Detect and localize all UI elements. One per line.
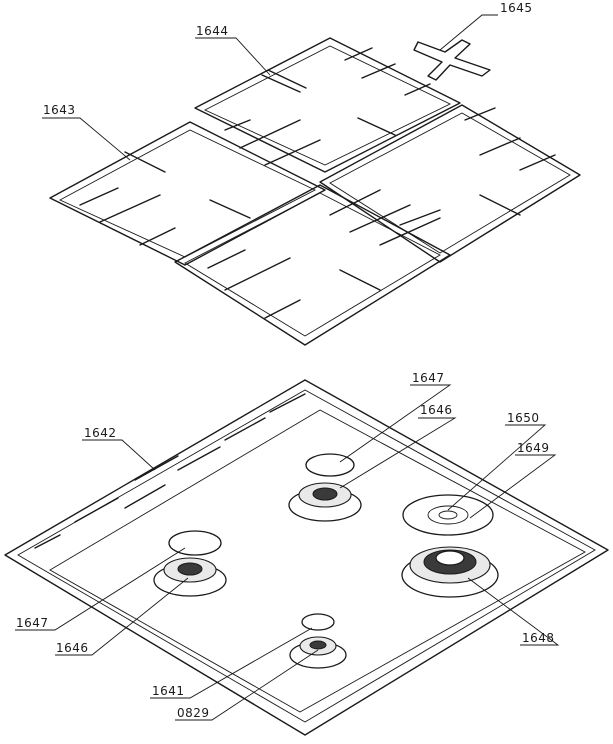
burner-right-wok bbox=[401, 494, 499, 598]
callout-0829: 0829 bbox=[177, 706, 210, 720]
leader-lines bbox=[15, 14, 560, 721]
hob-top-1642 bbox=[4, 379, 609, 736]
pan-support-1643 bbox=[49, 121, 326, 266]
callout-1648: 1648 bbox=[522, 631, 555, 645]
pan-support-grids bbox=[49, 37, 581, 346]
callout-1650: 1650 bbox=[507, 411, 540, 425]
pan-support-center bbox=[174, 184, 451, 346]
pan-support-right bbox=[319, 104, 581, 263]
burner-front-left bbox=[153, 530, 227, 597]
callout-1647-bottom: 1647 bbox=[16, 616, 49, 630]
pan-support-1645 bbox=[413, 39, 491, 81]
callout-1644: 1644 bbox=[196, 24, 229, 38]
callout-labels: 1645 1644 1643 1647 1646 1650 1649 1642 … bbox=[16, 1, 555, 720]
callout-1649: 1649 bbox=[517, 441, 550, 455]
callout-1646-top: 1646 bbox=[420, 403, 453, 417]
callout-1646-bottom: 1646 bbox=[56, 641, 89, 655]
callout-1645: 1645 bbox=[500, 1, 533, 15]
callout-1647-top: 1647 bbox=[412, 371, 445, 385]
callout-1643: 1643 bbox=[43, 103, 76, 117]
callout-1641: 1641 bbox=[152, 684, 185, 698]
burner-back-left bbox=[288, 453, 362, 522]
burner-front-small bbox=[289, 613, 347, 669]
callout-1642: 1642 bbox=[84, 426, 117, 440]
pan-support-1644 bbox=[194, 37, 461, 173]
